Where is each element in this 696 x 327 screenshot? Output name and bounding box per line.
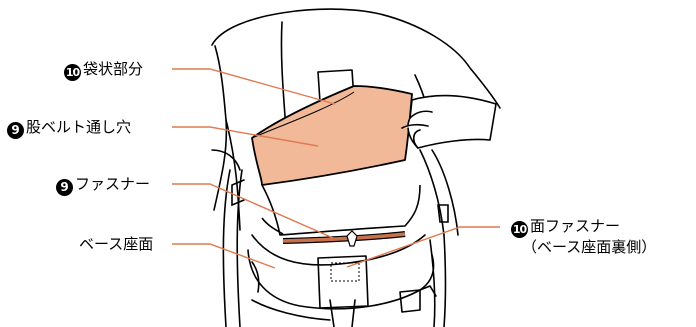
bag-part-flap xyxy=(252,86,412,185)
number-badge: 10 xyxy=(64,64,81,81)
label-text: 股ベルト通し穴 xyxy=(26,118,131,136)
base-seat xyxy=(248,235,436,327)
label-text: ファスナー xyxy=(75,175,150,193)
leader-surface-zipper xyxy=(347,227,500,267)
label-text: 面ファスナー xyxy=(530,217,620,235)
leader-bag xyxy=(172,69,335,104)
number-badge: 9 xyxy=(56,179,73,196)
number-badge: 9 xyxy=(7,122,24,139)
label-base-seat: ベース座面 xyxy=(79,235,153,253)
label-subtext: （ベース座面裏側） xyxy=(522,238,656,256)
seat-cushion xyxy=(262,185,420,235)
hand xyxy=(402,96,496,148)
number-badge: 10 xyxy=(511,221,528,238)
label-text: ベース座面 xyxy=(79,235,153,253)
surface-zipper-patch xyxy=(331,263,359,281)
label-text: 袋状部分 xyxy=(83,60,143,78)
label-surface-zipper-sub: （ベース座面裏側） xyxy=(522,238,656,256)
leader-zipper xyxy=(172,184,333,238)
